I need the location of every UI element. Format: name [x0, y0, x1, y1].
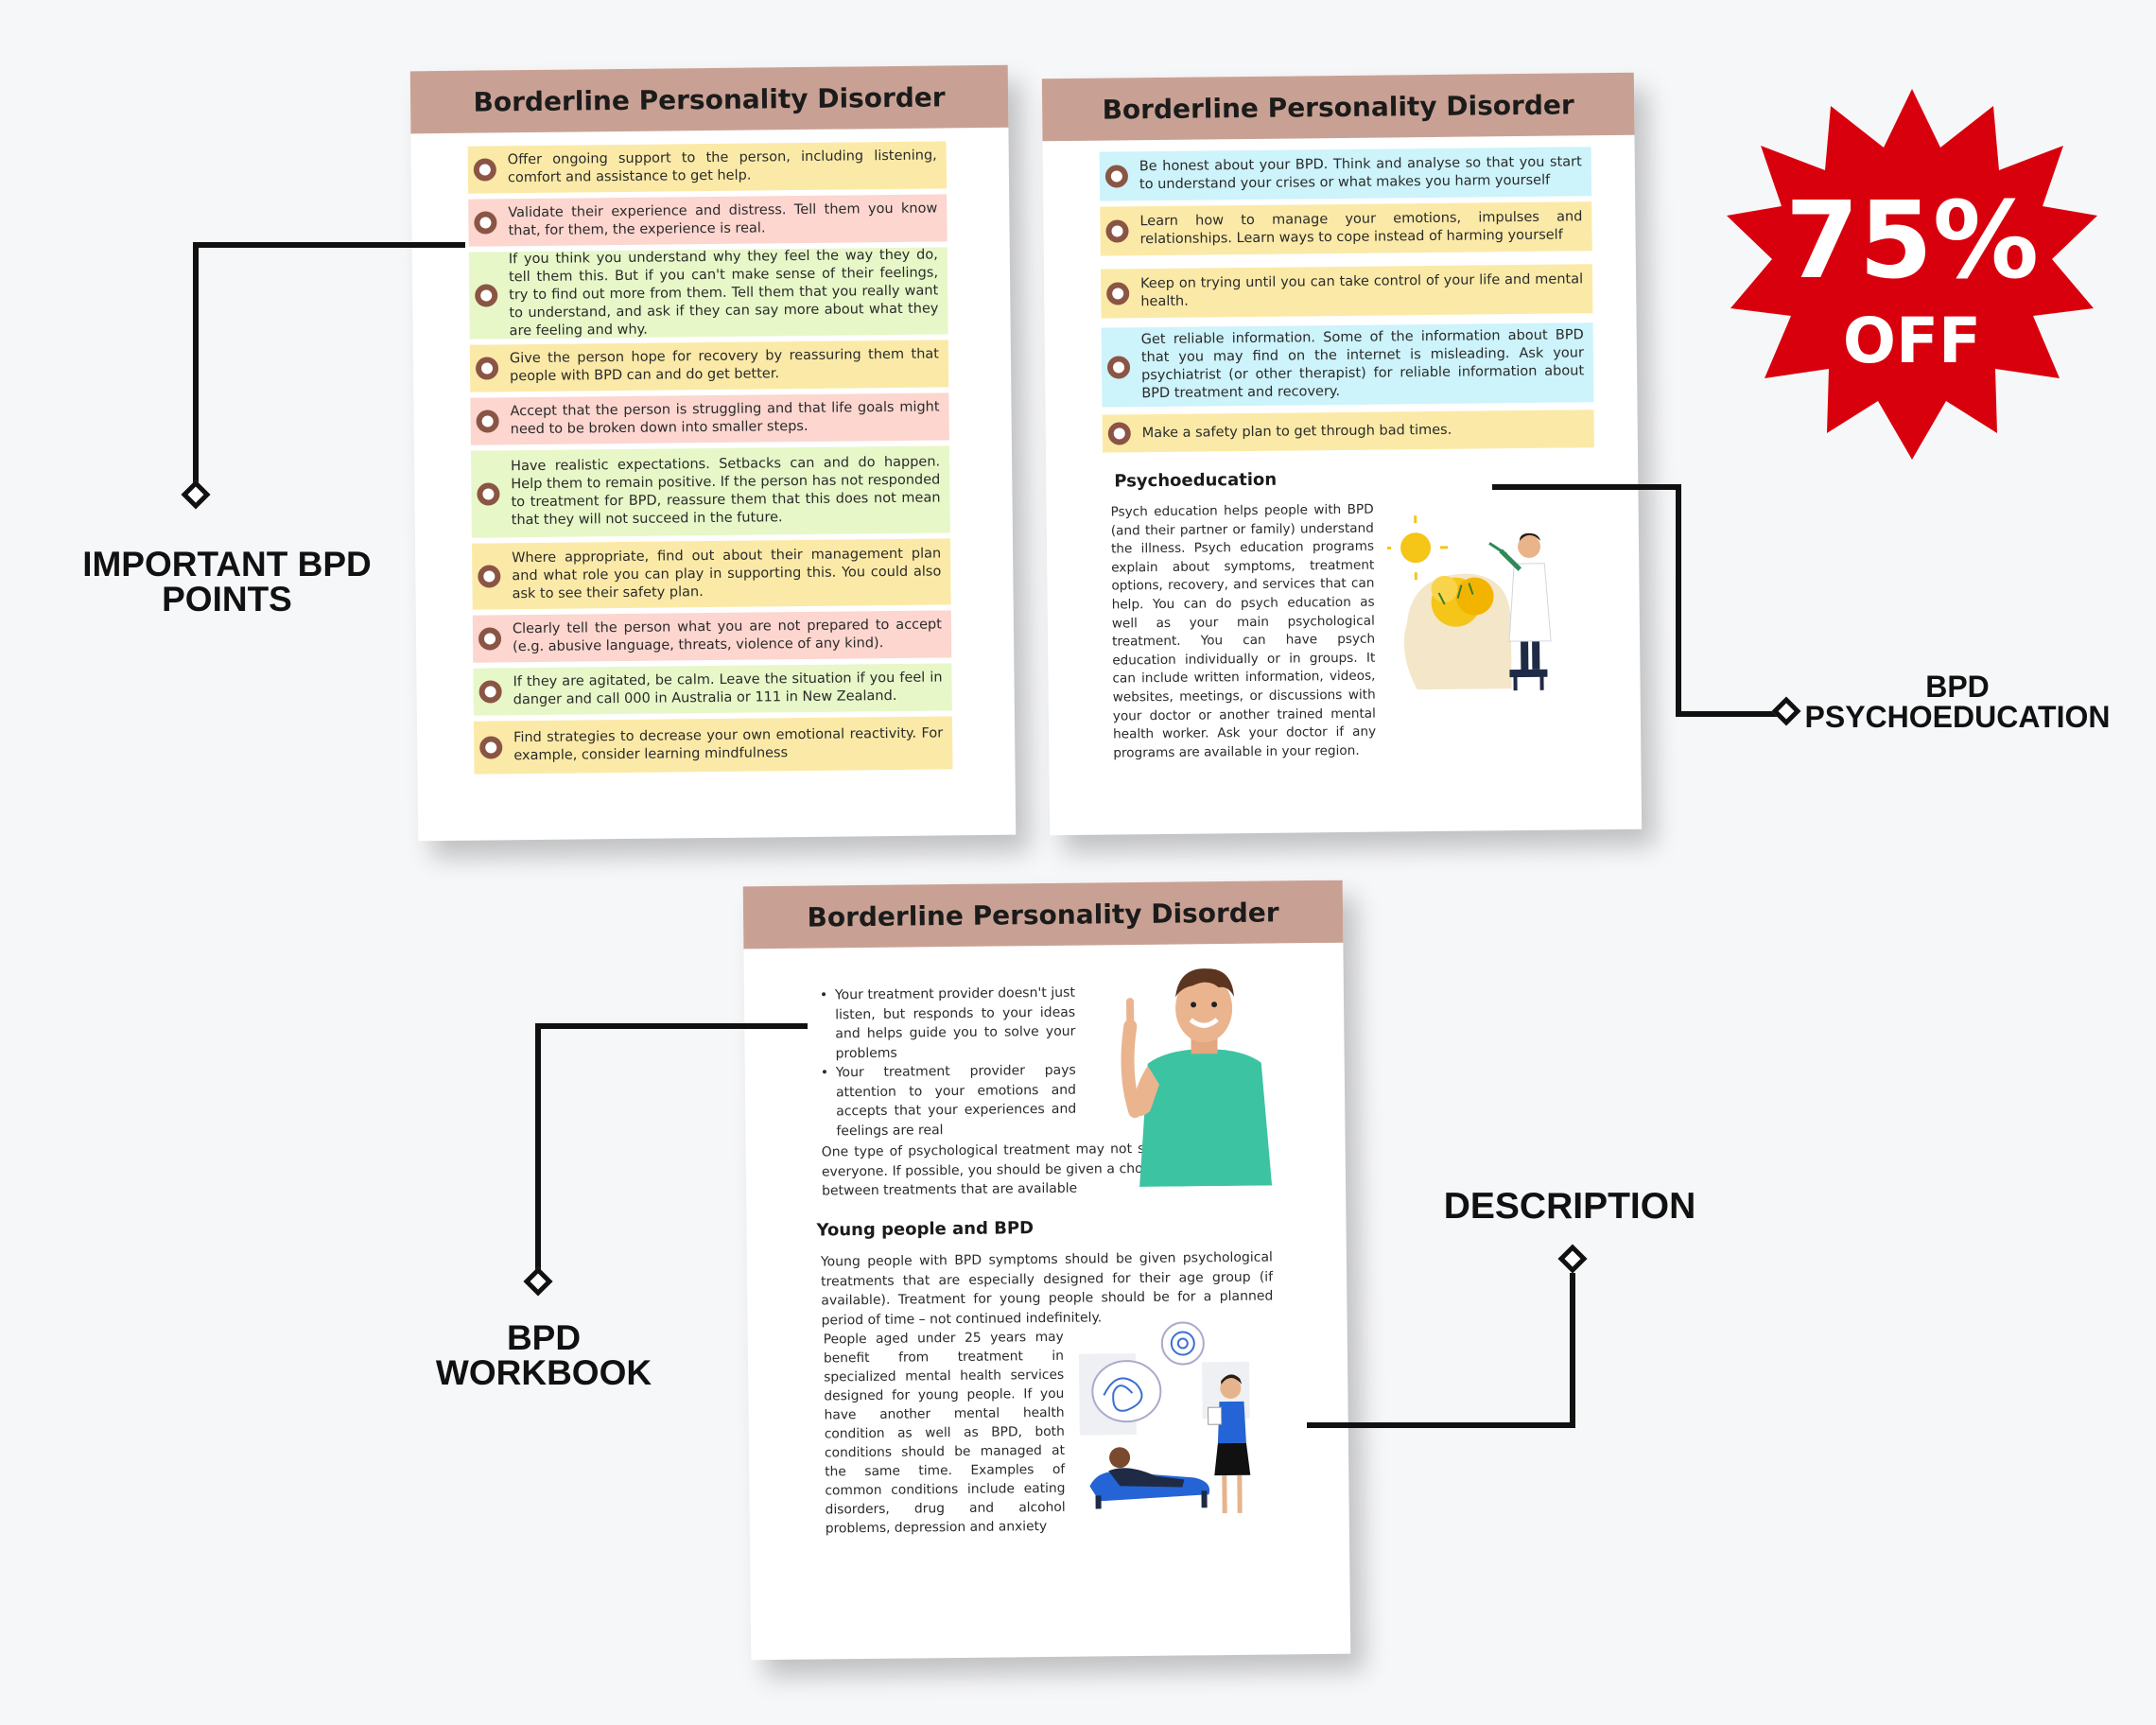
tip-item: Validate their experience and distress. …: [468, 194, 948, 247]
tip-item: Offer ongoing support to the person, inc…: [467, 141, 948, 194]
list-item: Your treatment provider doesn't just lis…: [814, 984, 1076, 1064]
page-title: Borderline Personality Disorder: [409, 64, 1009, 134]
paragraph-three: People aged under 25 years may benefit f…: [823, 1329, 1066, 1537]
tip-item: Have realistic expectations. Setbacks ca…: [470, 445, 950, 538]
tip-item: Learn how to manage your emotions, impul…: [1100, 201, 1592, 256]
tip-item: Where appropriate, find out about their …: [471, 538, 951, 610]
connector-diamond-icon: [1557, 1244, 1588, 1274]
bullet-ring-icon: [478, 627, 502, 651]
bullet-ring-icon: [475, 357, 499, 380]
page-important-points: Borderline Personality Disorder Offer on…: [409, 64, 1017, 842]
connector-line: [1676, 711, 1782, 717]
tip-item: If they are agitated, be calm. Leave the…: [473, 663, 952, 716]
connector-line: [1676, 484, 1681, 717]
bullet-ring-icon: [475, 284, 498, 307]
bullet-ring-icon: [1106, 282, 1130, 305]
bullet-ring-icon: [476, 409, 499, 433]
bullet-ring-icon: [473, 158, 496, 182]
man-pointing-illustration: [1121, 968, 1273, 1187]
label-workbook: BPD WORKBOOK: [435, 1318, 652, 1392]
page-title: Borderline Personality Disorder: [1041, 72, 1635, 142]
tip-item: Give the person hope for recovery by rea…: [469, 340, 949, 392]
discount-badge: 75% OFF: [1727, 89, 2097, 460]
connector-line: [1570, 1273, 1575, 1428]
list-item: Your treatment provider pays attention t…: [815, 1061, 1077, 1141]
tip-item: Keep on trying until you can take contro…: [1100, 264, 1593, 319]
tip-item: Get reliable information. Some of the in…: [1101, 322, 1594, 408]
page-workbook: Borderline Personality Disorder Your tre…: [742, 880, 1351, 1661]
bullet-ring-icon: [1107, 422, 1131, 445]
bullet-list: Your treatment provider doesn't just lis…: [814, 984, 1077, 1141]
badge-off: OFF: [1842, 305, 1982, 377]
tip-item: Accept that the person is struggling and…: [470, 392, 949, 445]
bullet-ring-icon: [1104, 165, 1129, 188]
connector-line: [535, 1023, 808, 1029]
connector-line: [535, 1023, 541, 1281]
label-psychoeducation: BPD PSYCHOEDUCATION: [1804, 670, 2111, 734]
page-psychoeducation: Borderline Personality Disorder Be hones…: [1041, 72, 1643, 836]
bullet-ring-icon: [1105, 219, 1129, 243]
tip-item: Make a safety plan to get through bad ti…: [1102, 409, 1594, 453]
bullet-ring-icon: [479, 736, 503, 759]
section-heading: Psychoeducation: [1114, 469, 1278, 492]
therapy-session-illustration: [1078, 1321, 1251, 1514]
connector-line: [1307, 1422, 1575, 1428]
connector-diamond-icon: [181, 479, 211, 510]
tip-item: If you think you understand why they fee…: [468, 247, 948, 340]
bullet-ring-icon: [474, 211, 497, 235]
label-important-points: IMPORTANT BPD POINTS: [82, 545, 372, 619]
tip-item: Find strategies to decrease your own emo…: [473, 716, 953, 775]
connector-line: [193, 242, 465, 248]
tip-item: Be honest about your BPD. Think and anal…: [1099, 147, 1592, 201]
bullet-ring-icon: [1106, 356, 1131, 379]
connector-line: [193, 242, 199, 494]
bullet-ring-icon: [478, 565, 501, 588]
section-heading: Young people and BPD: [816, 1218, 1035, 1241]
tip-item: Clearly tell the person what you are not…: [472, 610, 952, 663]
bullet-ring-icon: [478, 680, 502, 704]
label-description: DESCRIPTION: [1443, 1186, 1696, 1227]
psychoeducation-illustration: [1386, 515, 1552, 691]
page-title: Borderline Personality Disorder: [742, 880, 1344, 950]
connector-line: [1492, 484, 1681, 490]
connector-diamond-icon: [523, 1266, 553, 1297]
section-paragraph: Psych education helps people with BPD (a…: [1110, 501, 1377, 761]
starburst-icon: [1727, 89, 2097, 460]
bullet-ring-icon: [477, 482, 500, 506]
badge-percent: 75%: [1784, 180, 2040, 303]
